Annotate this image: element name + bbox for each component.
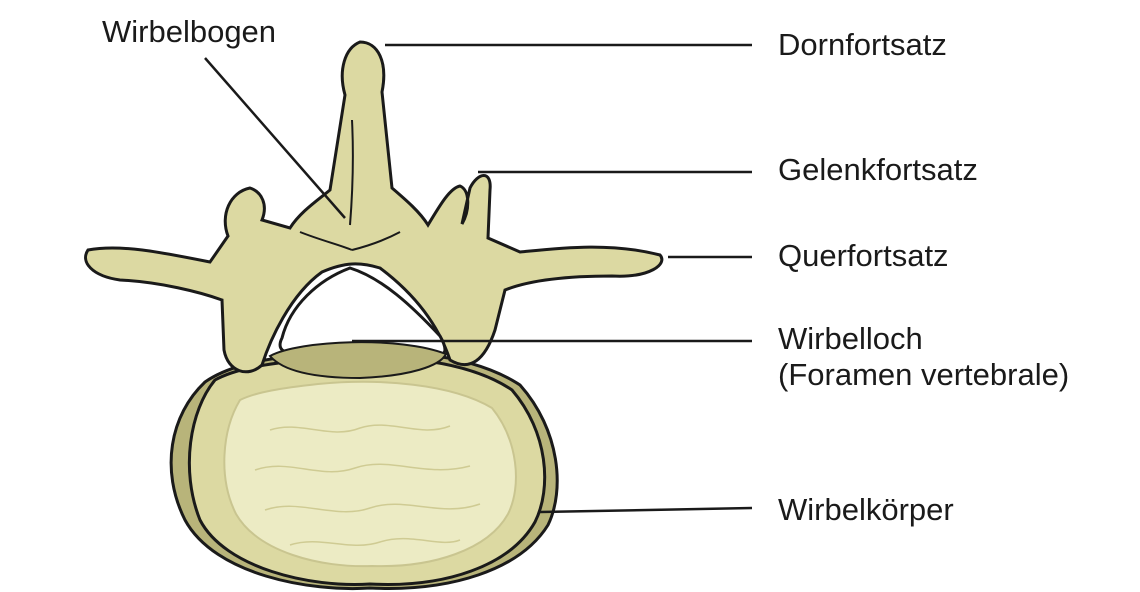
- label-gelenkfortsatz: Gelenkfortsatz: [778, 152, 978, 188]
- vertebra-illustration: [86, 42, 662, 589]
- label-dornfortsatz: Dornfortsatz: [778, 27, 947, 63]
- label-foramen-vertebrale: (Foramen vertebrale): [778, 357, 1069, 393]
- leader-wirbelkoerper: [540, 508, 752, 512]
- label-wirbelloch-group: Wirbelloch (Foramen vertebrale): [778, 321, 1069, 393]
- label-wirbelkoerper: Wirbelkörper: [778, 492, 954, 528]
- label-wirbelloch: Wirbelloch: [778, 321, 1069, 357]
- leader-wirbelbogen: [205, 58, 345, 218]
- label-wirbelbogen: Wirbelbogen: [102, 14, 276, 50]
- vertebral-body-inner: [224, 382, 516, 566]
- label-querfortsatz: Querfortsatz: [778, 238, 949, 274]
